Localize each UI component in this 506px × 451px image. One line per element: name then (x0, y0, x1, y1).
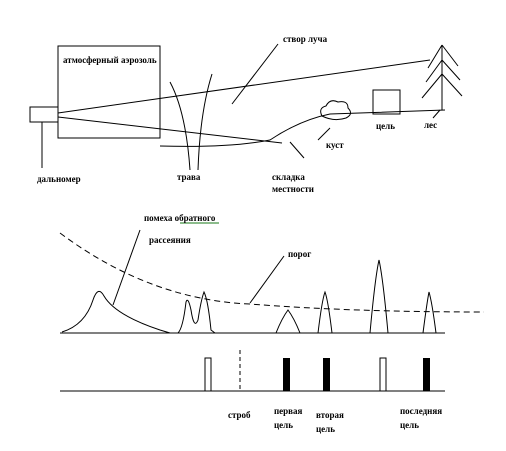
last-target-label-1: последняя (400, 406, 442, 416)
aerosol-box (57, 45, 161, 139)
terrain-fold-label-2: местности (272, 184, 314, 194)
scene: створ луча атмосферный аэрозоль лес цель… (29, 34, 463, 194)
beam-leader (231, 43, 279, 105)
aerosol-label: атмосферный аэрозоль (63, 55, 157, 65)
beam-upper-edge (57, 59, 431, 114)
forest-leader (432, 109, 441, 119)
grass-pulse (177, 290, 216, 334)
target-box (372, 89, 401, 115)
first-target-label-2: цель (274, 420, 293, 430)
ground-line (159, 109, 446, 147)
backscatter-label-1: помеха обратного (144, 213, 216, 223)
bush-label: куст (326, 140, 344, 150)
bush-shape (320, 100, 352, 121)
threshold-label: порог (288, 249, 311, 259)
target-label: цель (376, 121, 395, 131)
threshold-leader (249, 255, 285, 304)
backscatter-pulse (61, 290, 171, 334)
gate-open-1 (204, 357, 212, 392)
grass-label: трава (177, 172, 201, 182)
second-target-label-2: цель (316, 424, 335, 434)
rangefinder-label: дальномер (37, 174, 81, 184)
bush-pulse (317, 290, 333, 334)
gate-open-2 (379, 357, 387, 392)
last-target-label-2: цель (400, 420, 419, 430)
target-pulse (369, 259, 389, 334)
terrain-fold-leader (289, 141, 305, 159)
forest-tree (421, 44, 463, 110)
backscatter-label-2: рассеяния (149, 235, 191, 245)
forest-pulse (422, 291, 437, 334)
first-target-label-1: первая (274, 406, 303, 416)
gate-second-target (323, 358, 330, 391)
grass-stroke-1 (169, 81, 191, 171)
terrain-fold-label-1: складка (272, 172, 305, 182)
second-target-label-1: вторая (316, 410, 344, 420)
gate-first-target (283, 358, 290, 391)
beam-lower-edge (57, 116, 283, 144)
signal-plot: помеха обратного рассеяния порог (59, 213, 485, 334)
bush-leader (317, 127, 331, 141)
gate-last-target (423, 358, 430, 391)
gate-track: строб первая цель вторая цель последняя … (60, 350, 445, 434)
strobe-label: строб (228, 410, 251, 420)
beam-label: створ луча (283, 34, 328, 44)
grass-stroke-2 (197, 73, 213, 171)
rangefinder-device (29, 106, 59, 123)
forest-label: лес (424, 120, 437, 130)
backscatter-leader (112, 229, 141, 306)
threshold-curve (59, 232, 485, 313)
terrain-pulse (275, 309, 301, 334)
